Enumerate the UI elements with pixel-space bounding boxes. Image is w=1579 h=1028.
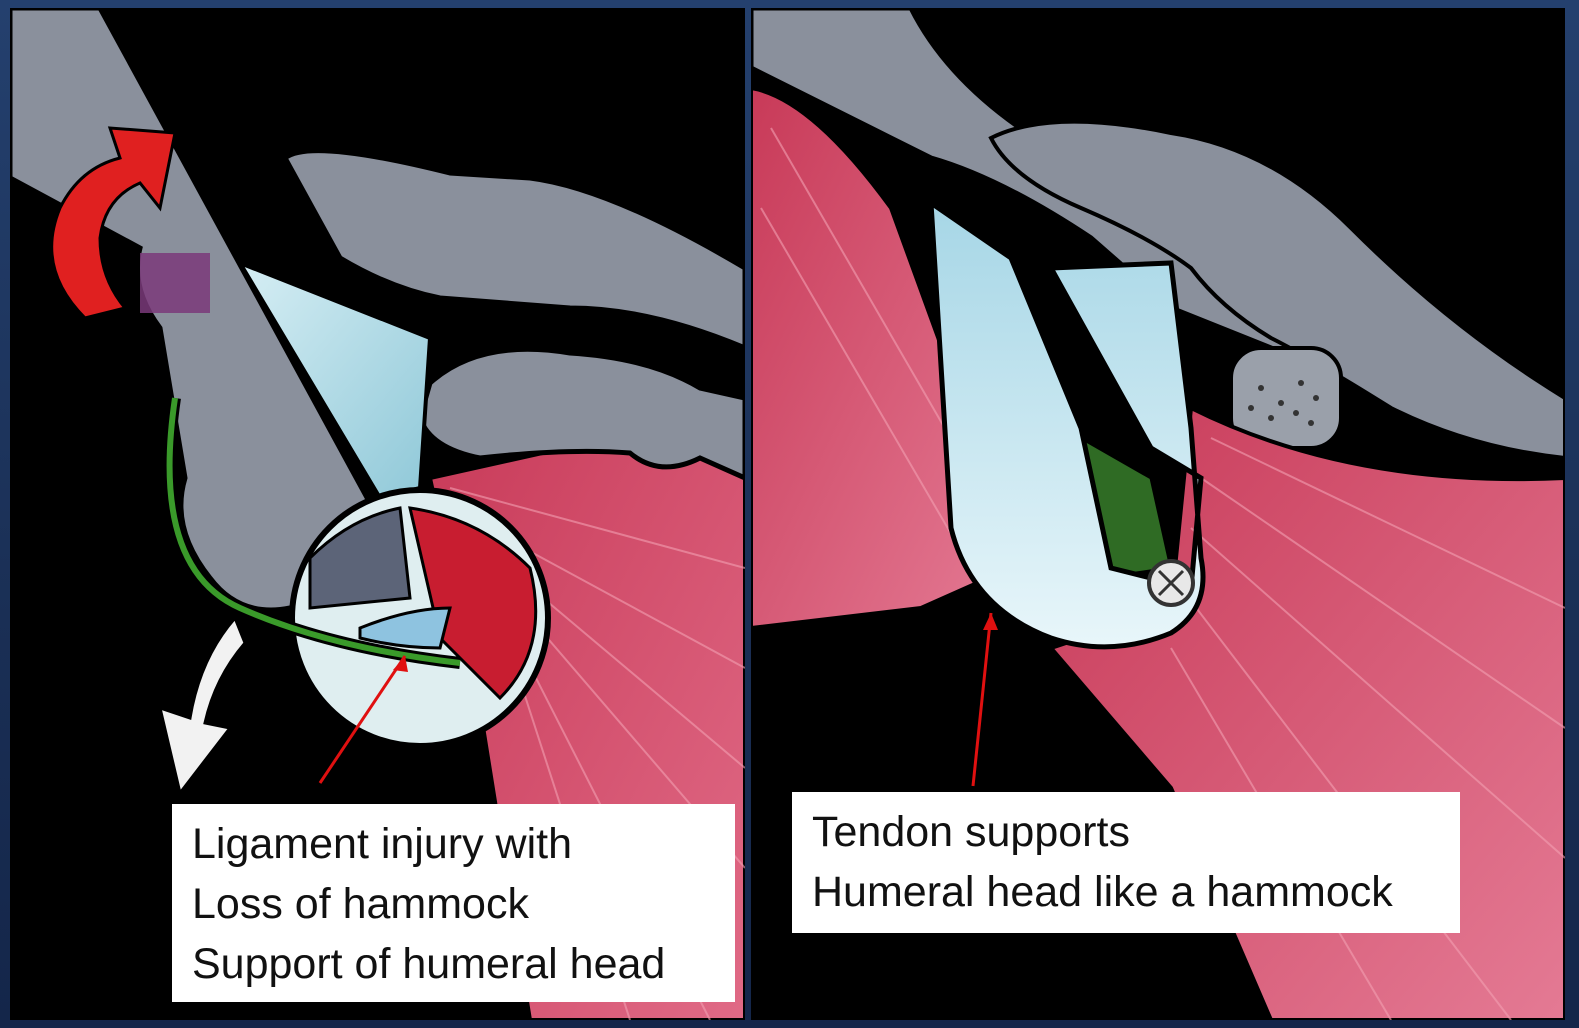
displacement-arrow-down	[160, 618, 245, 793]
left-caption-line-1: Ligament injury with	[192, 814, 715, 874]
injury-mark	[140, 253, 210, 313]
right-caption-line-1: Tendon supports	[812, 802, 1440, 862]
right-caption-line-2: Humeral head like a hammock	[812, 862, 1440, 922]
right-illustration-panel: Tendon supports Humeral head like a hamm…	[751, 8, 1565, 1020]
left-caption-line-2: Loss of hammock	[192, 874, 715, 934]
left-caption-line-3: Support of humeral head	[192, 934, 715, 994]
left-illustration-panel: Ligament injury with Loss of hammock Sup…	[10, 8, 745, 1020]
left-caption: Ligament injury with Loss of hammock Sup…	[172, 804, 735, 1002]
pointer-line-right	[973, 613, 991, 786]
right-caption: Tendon supports Humeral head like a hamm…	[792, 792, 1460, 933]
